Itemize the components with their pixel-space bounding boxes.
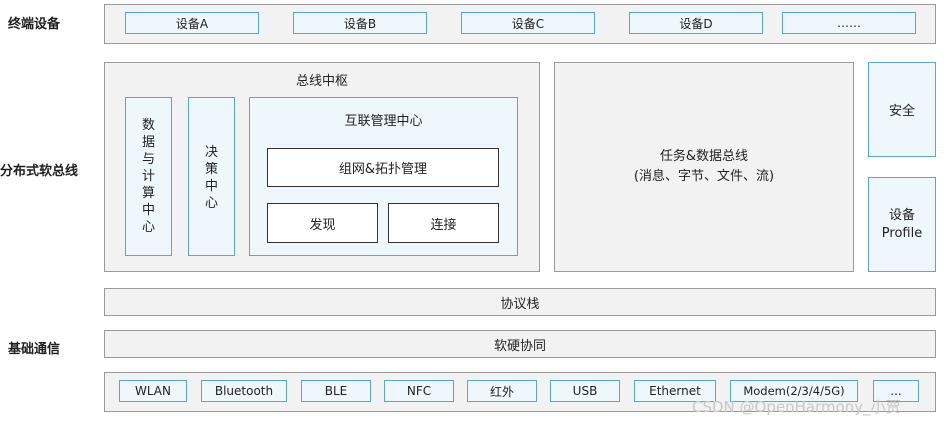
hw-sw-coop-bar: 软硬协同: [104, 330, 936, 358]
row-label-terminal: 终端设备: [8, 17, 61, 32]
discover-box: 发现: [267, 203, 378, 243]
task-data-bus: 任务&数据总线 (消息、字节、文件、流): [554, 62, 854, 272]
comm-ethernet: Ethernet: [634, 380, 716, 402]
connect-box: 连接: [388, 203, 499, 243]
interconnect-title: 互联管理中心: [344, 113, 423, 129]
network-topology-mgmt: 组网&拓扑管理: [267, 148, 499, 187]
row-label-distributed-softbus: 分布式软总线: [0, 164, 79, 179]
comm-bluetooth: Bluetooth: [201, 380, 287, 402]
comm-usb: USB: [550, 380, 620, 402]
bus-hub-title: 总线中枢: [295, 73, 348, 89]
task-data-bus-title: 任务&数据总线: [659, 149, 749, 164]
comm-wlan: WLAN: [119, 380, 187, 402]
device-a: 设备A: [125, 12, 259, 34]
device-d: 设备D: [629, 12, 763, 34]
comm-nfc: NFC: [384, 380, 454, 402]
device-profile-box: 设备 Profile: [868, 177, 936, 272]
comm-more: ...: [873, 380, 919, 402]
device-profile-line1: 设备: [888, 207, 915, 223]
device-profile-line2: Profile: [881, 225, 923, 241]
data-compute-center: 数 据 与 计 算 中 心: [125, 97, 172, 256]
device-more: ……: [782, 12, 916, 34]
security-box: 安全: [868, 62, 936, 157]
watermark-text: CSDN @OpenHarmony_小贾: [692, 398, 901, 416]
device-c: 设备C: [461, 12, 595, 34]
comm-infrared: 红外: [467, 380, 537, 402]
task-data-bus-subtitle: (消息、字节、文件、流): [633, 169, 775, 184]
decision-center: 决 策 中 心: [188, 97, 235, 256]
protocol-stack-bar: 协议栈: [104, 288, 936, 316]
row-label-basic-comm: 基础通信: [8, 342, 61, 357]
comm-ble: BLE: [301, 380, 371, 402]
device-b: 设备B: [293, 12, 427, 34]
comm-modem: Modem(2/3/4/5G): [730, 380, 858, 402]
